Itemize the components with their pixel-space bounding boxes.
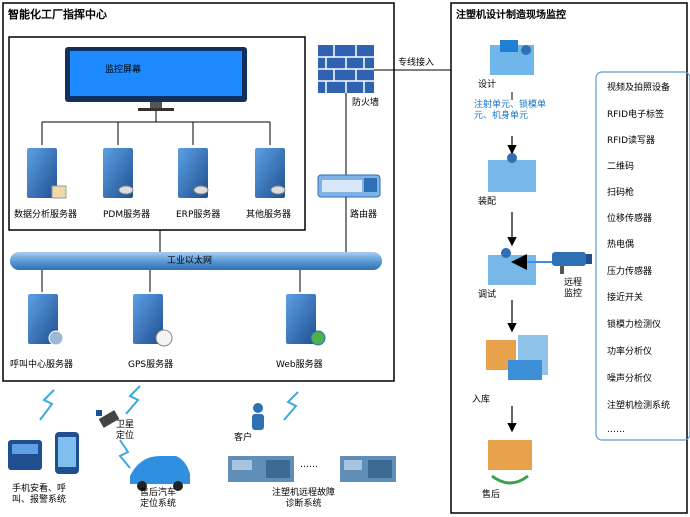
device-item: 二维码 <box>607 162 635 172</box>
server-room-frame <box>8 36 306 231</box>
unit-note: 注射单元、锁模单 元、机身单元 <box>474 100 547 121</box>
after-sales-step-icon <box>488 440 532 485</box>
device-item: …… <box>607 425 625 435</box>
factory-frame <box>450 2 688 514</box>
wireless-link-3 <box>283 391 299 421</box>
server-icons <box>27 148 286 199</box>
step-design: 设计 <box>478 80 497 90</box>
machine-caption: 注塑机远程故障 诊断系统 <box>272 488 336 509</box>
device-item: 视频及拍照设备 <box>607 83 671 93</box>
device-item: 注塑机检测系统 <box>607 401 671 411</box>
assembly-step-icon <box>488 153 536 192</box>
warehouse-step-icon <box>486 335 548 380</box>
remote-monitor-label: 远程 监控 <box>564 278 583 299</box>
dedicated-line-label: 专线接入 <box>398 58 435 68</box>
car-icon <box>130 456 190 491</box>
device-item: 接近开关 <box>607 293 644 303</box>
step-debug: 调试 <box>478 290 497 300</box>
device-item: 噪声分析仪 <box>607 374 653 384</box>
step-assembly: 装配 <box>478 197 497 207</box>
factory-title: 注塑机设计制造现场监控 <box>456 10 566 21</box>
camera-icon <box>552 252 592 274</box>
design-step-icon <box>490 40 534 75</box>
device-item: 锁模力检测仪 <box>607 320 662 330</box>
gps-server-label: GPS服务器 <box>128 360 174 370</box>
customer-person-icon <box>252 403 264 430</box>
device-item: 热电偶 <box>607 240 635 250</box>
bottom-server-icons <box>28 294 326 347</box>
server-label-erp: ERP服务器 <box>176 210 221 220</box>
wireless-link-2 <box>125 385 141 415</box>
device-item: 扫码枪 <box>607 188 635 198</box>
router-icon <box>317 174 381 198</box>
phone-icons <box>8 432 79 474</box>
wireless-link-1 <box>39 389 55 421</box>
command-center-title: 智能化工厂指挥中心 <box>8 8 107 21</box>
device-item: RFID电子标签 <box>607 110 665 120</box>
machine-dots: …… <box>300 460 318 470</box>
wireless-link-4 <box>118 439 131 469</box>
device-item: 压力传感器 <box>607 267 653 277</box>
monitor-label: 监控屏幕 <box>105 65 142 75</box>
step-warehouse: 入库 <box>472 395 491 405</box>
customer-label: 客户 <box>234 433 253 443</box>
phone-caption: 手机安看、呼 叫、报警系统 <box>12 484 67 505</box>
web-server-label: Web服务器 <box>276 360 323 370</box>
monitor-screen <box>70 51 242 96</box>
server-label-pdm: PDM服务器 <box>103 210 151 220</box>
debug-step-icon <box>488 248 536 285</box>
command-center-frame <box>2 2 395 382</box>
device-item: 位移传感器 <box>607 214 653 224</box>
firewall-label: 防火墙 <box>352 98 380 108</box>
car-caption: 售后汽车 定位系统 <box>140 488 177 509</box>
server-label-other: 其他服务器 <box>246 210 292 220</box>
satellite-icon <box>96 410 120 428</box>
ethernet-bus <box>10 252 382 270</box>
device-list-frame <box>595 71 690 441</box>
call-center-server-label: 呼叫中心服务器 <box>10 360 74 370</box>
satellite-label: 卫星 定位 <box>116 420 135 441</box>
server-label-analysis: 数据分析服务器 <box>14 210 78 220</box>
device-item: RFID读写器 <box>607 136 656 146</box>
firewall-icon <box>318 45 374 93</box>
device-item: 功率分析仪 <box>607 347 653 357</box>
router-label: 路由器 <box>350 210 378 220</box>
network-label: 工业以太网 <box>167 256 213 266</box>
machine-icons <box>228 456 396 482</box>
step-after-sales: 售后 <box>482 490 501 500</box>
